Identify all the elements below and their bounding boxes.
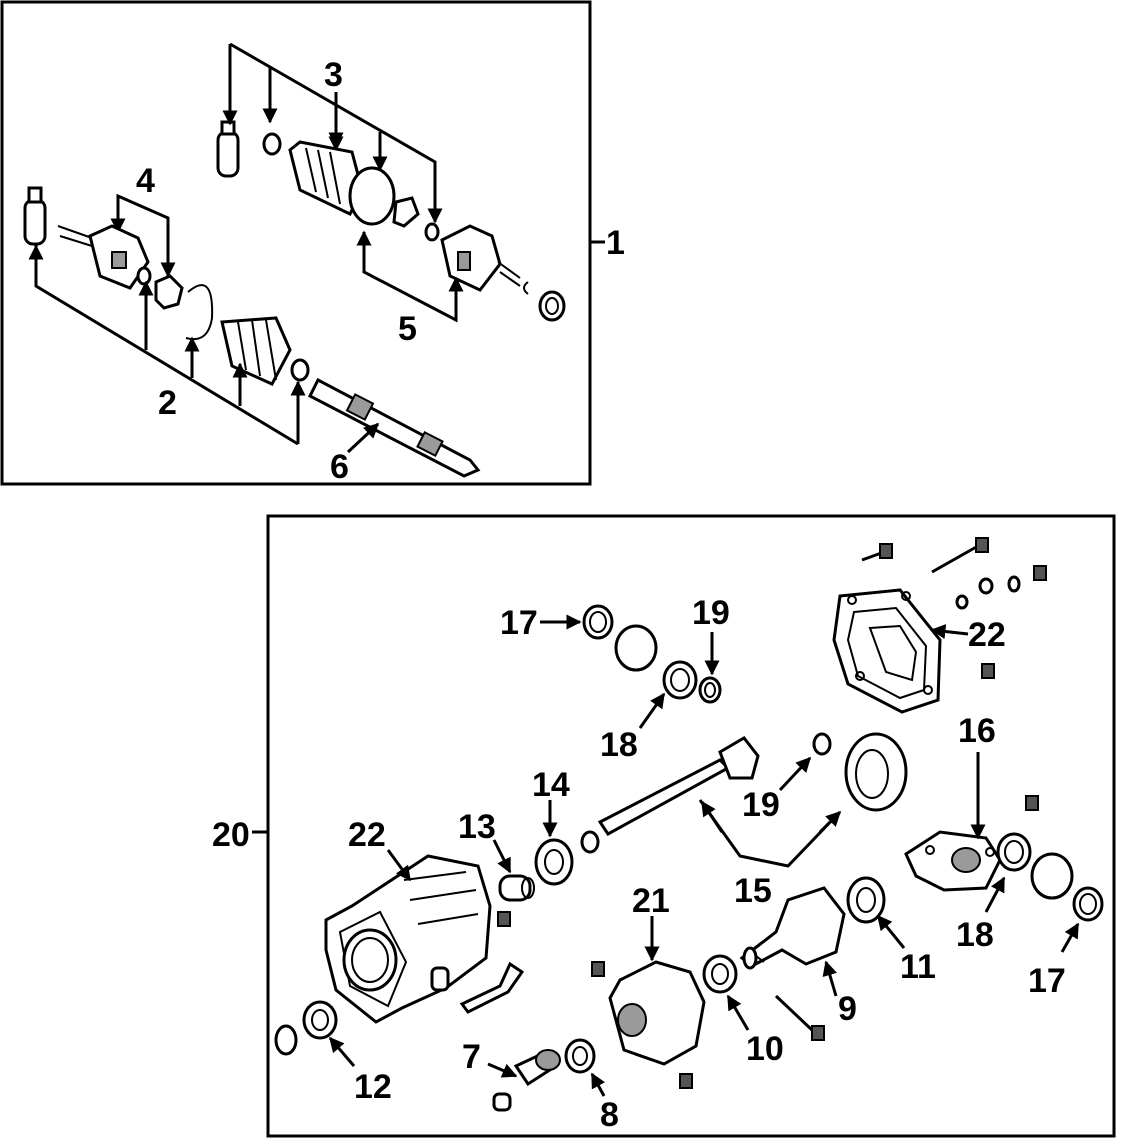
bearing-14 [534,838,574,886]
rear-cover [832,588,942,714]
callout-19-lower: 19 [742,786,780,824]
callout-20: 20 [212,816,250,854]
callout-17-upper: 17 [500,604,538,642]
bracket-3 [222,42,443,224]
bolt-near-flange [774,994,825,1041]
differential-case [904,830,1002,892]
callout-13: 13 [458,808,496,846]
callout-8: 8 [600,1096,619,1134]
plate-7 [492,1049,561,1112]
callout-6: 6 [330,448,349,486]
differential-housing [324,854,525,1024]
callout-16: 16 [958,712,996,750]
callout-15: 15 [734,872,772,910]
grease-tube-upper [216,120,240,178]
grease-tube-lower [23,186,47,246]
drive-shaft-panel: 1 2 3 4 5 6 [0,0,625,486]
callout-12: 12 [354,1068,392,1106]
callout-18-upper: 18 [600,726,638,764]
side-seal-lower [996,832,1104,922]
drive-shaft-frame [0,0,592,486]
callout-22-upper: 22 [968,616,1006,654]
callout-14: 14 [532,766,570,804]
outer-boot-upper [262,132,566,322]
side-seal-upper [582,604,722,704]
bracket-4 [110,193,176,278]
front-cover-21 [591,960,706,1089]
callout-5: 5 [398,310,417,348]
callout-18-lower: 18 [956,916,994,954]
callout-1: 1 [606,224,625,262]
pinion-shaft [580,732,832,854]
seal-8 [564,1038,596,1074]
callout-17-lower: 17 [1028,962,1066,1000]
callout-3: 3 [324,56,343,94]
collar-13 [497,874,535,927]
callout-22-lower: 22 [348,816,386,854]
bearing-11 [846,876,886,924]
ring-gear [844,732,908,812]
callout-11: 11 [900,948,936,986]
companion-flange-9 [739,886,846,970]
seal-12 [274,1000,338,1056]
callout-7: 7 [462,1038,481,1076]
callout-21: 21 [632,882,670,920]
callout-10: 10 [746,1030,784,1068]
cover-bolts [861,537,1047,679]
callout-2: 2 [158,384,177,422]
bracket-2 [28,244,306,446]
callout-9: 9 [838,990,857,1028]
differential-panel: 20 22 1 [212,514,1116,1138]
bracket-5 [356,230,464,323]
seal-10 [702,954,738,994]
callout-4: 4 [136,162,155,200]
callout-19-upper: 19 [692,594,730,632]
